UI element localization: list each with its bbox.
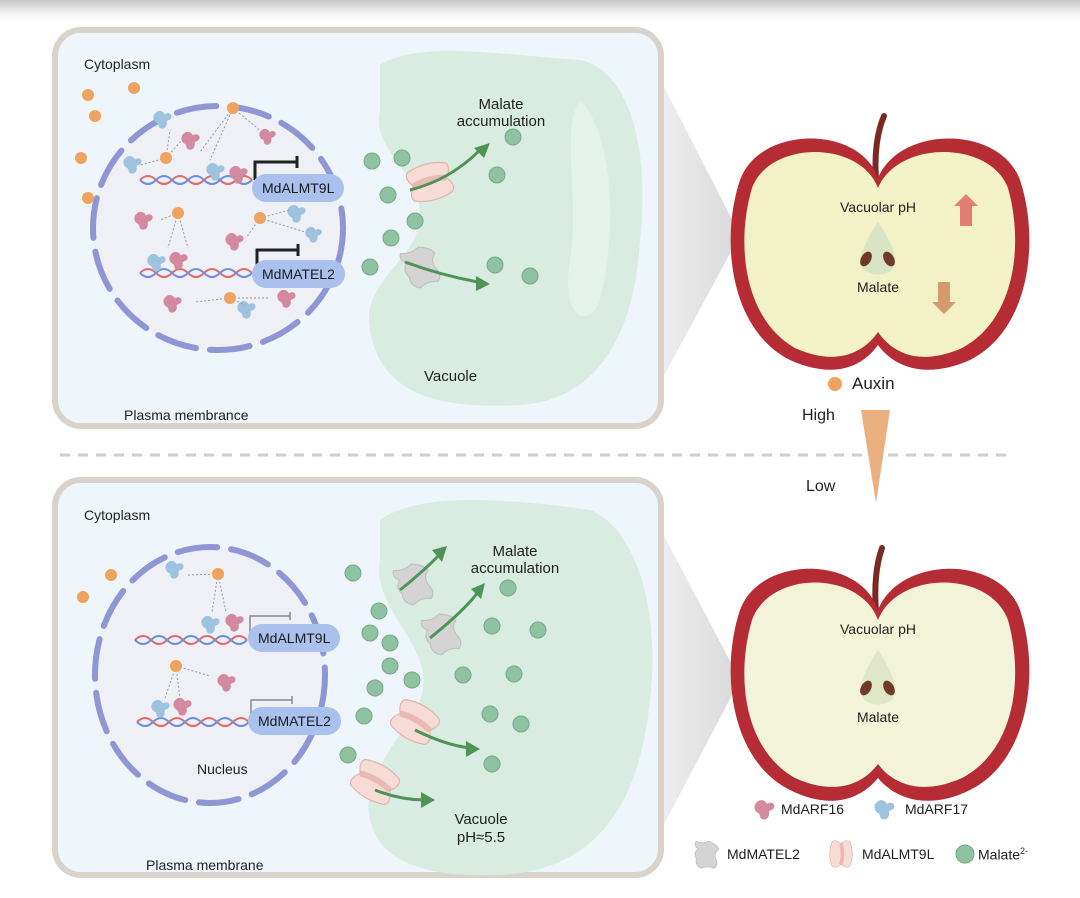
apple-top-stem	[872, 113, 887, 183]
apple-top-malate-label: Malate	[856, 279, 900, 295]
apple-top-ph-label: Vacuolar pH	[839, 199, 916, 215]
bottom-auxin-nuclear	[170, 568, 224, 672]
bottom-nucleus-label: Nucleus	[197, 761, 248, 777]
malate-down-arrow-icon	[932, 282, 956, 314]
legend-arf17-icon	[874, 800, 895, 820]
legend-almt9l-label: MdALMT9L	[862, 846, 935, 862]
bottom-vacuole	[368, 500, 653, 876]
top-vacuole-highlight	[567, 100, 611, 317]
legend-malate-text: Malate	[978, 846, 1021, 863]
top-repress-almt9l	[253, 156, 299, 180]
apple-bottom-malate-label: Malate	[856, 709, 900, 725]
top-vacuole-label: Vacuole	[424, 368, 478, 385]
top-cytoplasm-label: Cytoplasm	[84, 56, 151, 72]
top-cell-panel	[52, 27, 740, 429]
auxin-high-label: High	[802, 407, 835, 424]
legend-arf16-icon	[754, 800, 775, 820]
bottom-nucleus	[92, 544, 328, 806]
bottom-membrane-label: Plasma membrane	[146, 857, 264, 873]
legend-malate-charge: 2-	[1020, 846, 1029, 856]
top-gene-almt9l: MdALMT9L	[252, 174, 345, 202]
top-accumulation-label: Malate accumulation	[456, 96, 546, 130]
bottom-cytoplasm-label: Cytoplasm	[84, 507, 151, 523]
top-dna-2	[139, 268, 253, 278]
apple-bottom-stem	[872, 545, 885, 615]
apple-low-auxin	[730, 545, 1030, 801]
bottom-transport-arrows	[374, 546, 485, 808]
top-auxin-nuclear	[160, 102, 266, 304]
bottom-malate-molecules	[339, 564, 547, 773]
bottom-funnel	[640, 490, 740, 870]
bottom-gene-matel2: MdMATEL2	[248, 707, 341, 735]
legend-arf17-label: MdARF17	[905, 801, 969, 817]
apple-top-seed-left	[860, 251, 872, 267]
legend-matel2-label: MdMATEL2	[727, 846, 800, 862]
auxin-gradient-triangle	[861, 410, 890, 503]
bottom-accumulation-label: Malate accumulation	[470, 543, 560, 577]
legend-malate-label: Malate2-	[978, 846, 1029, 863]
apple-high-auxin	[730, 113, 1030, 370]
bottom-dna-2	[136, 717, 250, 727]
apple-top-seed-right	[883, 251, 895, 267]
auxin-title: Auxin	[852, 374, 895, 393]
bottom-gene-almt9l: MdALMT9L	[248, 624, 341, 652]
top-funnel	[640, 40, 740, 420]
apple-bottom-ph-label: Vacuolar pH	[839, 621, 916, 637]
top-auxin-cytoplasm	[75, 82, 140, 204]
top-transport-arrows	[404, 143, 490, 291]
bottom-dna-1	[134, 635, 248, 645]
legend-matel2-icon	[694, 840, 720, 869]
auxin-legend-dot	[828, 377, 842, 391]
apple-bottom-seed-left	[860, 680, 872, 696]
apple-bottom-seed-right	[883, 680, 895, 696]
bottom-cell-panel	[52, 477, 740, 878]
legend-arf16-label: MdARF16	[781, 801, 845, 817]
auxin-low-label: Low	[806, 478, 836, 495]
top-gene-matel2: MdMATEL2	[252, 260, 345, 288]
legend-malate-icon	[955, 844, 975, 864]
bottom-vacuole-ph: pH≈5.5	[456, 829, 506, 846]
top-nucleus	[90, 103, 346, 353]
ph-up-arrow-icon	[954, 194, 978, 226]
top-shadow	[0, 0, 1080, 22]
bottom-vacuole-label: Vacuole	[454, 811, 508, 828]
legend-almt9l-icon	[830, 841, 853, 867]
top-malate-molecules	[361, 128, 539, 285]
top-membrane-label: Plasma membrance	[124, 407, 249, 423]
bottom-auxin-cytoplasm	[77, 569, 117, 603]
